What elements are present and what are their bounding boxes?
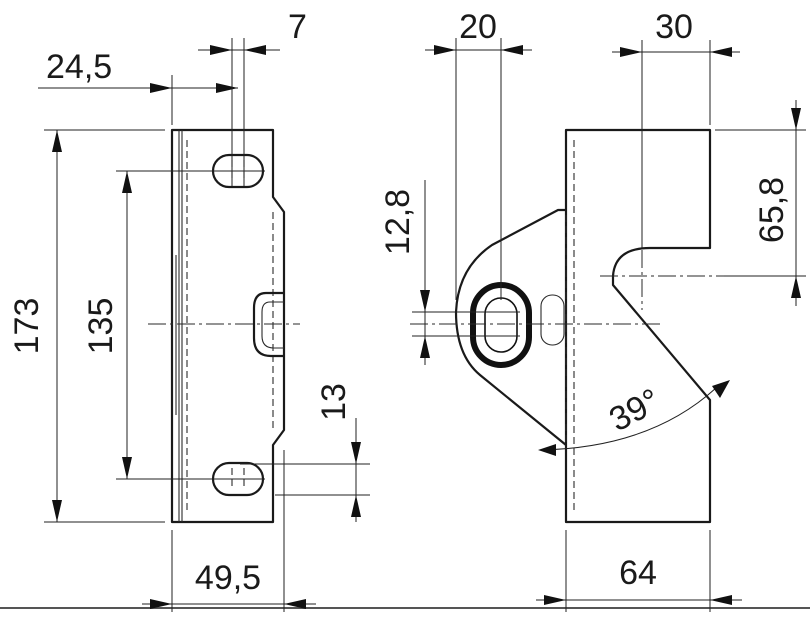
label-30: 30: [655, 8, 693, 46]
dim-12-8-arrow-top: [420, 290, 430, 312]
dim-65-8-arrow-bottom: [791, 276, 801, 298]
label-49-5: 49,5: [195, 559, 261, 597]
side-small-slot: [540, 294, 565, 346]
label-12-8: 12,8: [379, 189, 417, 255]
dimension-labels: 24,5 7 173 135 13 49,5 12,8 20 30 65,8 3…: [8, 8, 791, 597]
dim-173-arrow-top: [52, 130, 62, 152]
label-173: 173: [8, 298, 46, 355]
label-20: 20: [459, 8, 497, 46]
label-65-8: 65,8: [753, 177, 791, 243]
dim-65-8-arrow-top: [791, 108, 801, 130]
label-135: 135: [82, 298, 120, 355]
side-slot-inner: [484, 297, 518, 353]
dim-49-5-arrow-left: [150, 599, 172, 609]
dim-20-arrow-left: [434, 45, 456, 55]
dim-12-8-arrow-bottom: [420, 336, 430, 358]
dim-135-arrow-bottom: [122, 457, 132, 479]
side-view: [410, 128, 724, 524]
side-view-outline: [564, 128, 712, 524]
front-view-dimensions: [38, 38, 370, 612]
dim-13-arrow-bottom: [351, 495, 361, 517]
dim-173-arrow-bottom: [52, 500, 62, 522]
dim-7-arrow-right: [244, 45, 266, 55]
dim-30-arrow-left: [620, 47, 642, 57]
dim-135-arrow-top: [122, 171, 132, 193]
side-view-dimensions: [412, 38, 806, 612]
label-39-deg: 39°: [603, 381, 666, 439]
dim-64-arrow-right: [710, 595, 732, 605]
label-7: 7: [288, 8, 307, 46]
label-24-5: 24,5: [46, 48, 112, 86]
dim-24-5-arrow-left: [150, 83, 172, 93]
dim-30-arrow-right: [710, 47, 732, 57]
dim-39-arrow-left: [538, 444, 556, 456]
dim-64-arrow-left: [544, 595, 566, 605]
dim-39-arc: [539, 387, 717, 451]
dim-7-arrow-left: [210, 45, 232, 55]
front-hook-inner: [261, 301, 284, 349]
dim-13-arrow-top: [351, 442, 361, 464]
dim-24-5-arrow-right: [216, 83, 238, 93]
dim-49-5-arrow-right: [284, 599, 306, 609]
label-13: 13: [315, 383, 353, 421]
label-64: 64: [619, 554, 657, 592]
front-view: [148, 128, 300, 524]
front-view-outline: [170, 128, 286, 524]
front-hook-profile: [252, 291, 284, 358]
dim-39-arrow-right: [712, 380, 730, 398]
dim-20-arrow-right: [501, 45, 523, 55]
